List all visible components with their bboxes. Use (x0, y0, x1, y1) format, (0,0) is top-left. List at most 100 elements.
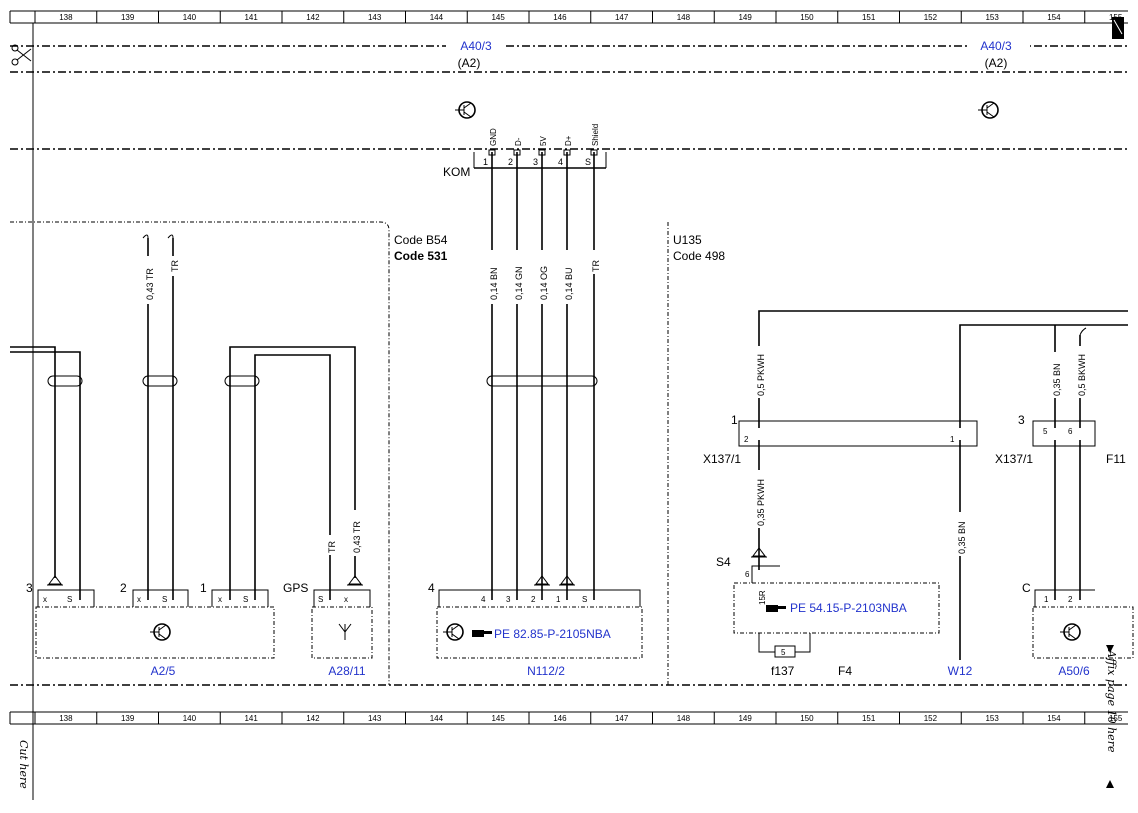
pin-number: 2 (120, 581, 127, 595)
wire-label: 0,35 BN (957, 521, 967, 554)
code-label: Code 498 (673, 249, 725, 263)
ruler-label: 141 (244, 714, 258, 723)
kom-pin-number: 3 (533, 157, 538, 167)
kom-connector: KOM (443, 152, 607, 179)
ruler-label: 149 (738, 714, 752, 723)
code-boundary-left (10, 221, 390, 685)
pin-sub: 15R (758, 590, 767, 605)
pin-sub: 5 (1043, 427, 1048, 436)
ruler-label: 155 (1109, 714, 1123, 723)
pin-sub: x (218, 595, 222, 604)
ruler-label: 151 (862, 13, 876, 22)
ruler-label: 154 (1047, 714, 1061, 723)
pin-sub: 5 (781, 648, 786, 657)
kom-pin-number: 1 (483, 157, 488, 167)
ruler-label: 149 (738, 13, 752, 22)
switch-s4: S4 6 15R PE 54.15-P-2103NBA (716, 555, 940, 634)
ruler-label: 153 (985, 13, 999, 22)
ruler-label: 141 (244, 13, 258, 22)
kom-pin-name: 5V (539, 136, 548, 146)
module-right-sub: (A2) (985, 56, 1008, 70)
kom-pin-name: D- (514, 137, 523, 146)
module-prefix: C (1022, 581, 1031, 595)
ruler-label: 148 (677, 13, 691, 22)
module-left-title: A40/3 (460, 39, 492, 53)
ruler-label: 140 (183, 714, 197, 723)
module-prefix: GPS (283, 581, 308, 595)
pin-sub: 6 (745, 570, 750, 579)
ruler-label: 142 (306, 13, 320, 22)
pin-sub: 2 (744, 435, 749, 444)
ruler-label: 144 (430, 13, 444, 22)
connector-label: X137/1 (703, 452, 741, 466)
module-label: N112/2 (527, 664, 565, 678)
ruler-label: 139 (121, 714, 135, 723)
module-left-sub: (A2) (458, 56, 481, 70)
pin-number: 3 (26, 581, 33, 595)
module-a50-6: C 1 2 A50/6 (1022, 581, 1134, 678)
ruler-label: 142 (306, 714, 320, 723)
control-unit-icon (978, 101, 999, 119)
pin-sub: S (67, 595, 72, 604)
ruler-label: 147 (615, 714, 629, 723)
ruler-label: 147 (615, 13, 629, 22)
wire-label: 0,14 BN (489, 267, 499, 300)
kom-wire-labels: 0,14 BN 0,14 GN 0,14 OG 0,14 BU TR (485, 250, 601, 304)
shield-icon (47, 375, 83, 387)
pointing-hand-icon (472, 630, 492, 637)
shield-icon (224, 375, 260, 387)
pin-sub: 4 (481, 595, 486, 604)
pointing-hand-icon (766, 605, 786, 612)
pin-sub: 1 (1044, 595, 1049, 604)
ruler-label: 138 (59, 714, 73, 723)
ruler-label: 152 (924, 13, 938, 22)
pin-number: 4 (428, 581, 435, 595)
pin-sub: S (582, 595, 587, 604)
kom-label: KOM (443, 165, 470, 179)
wire-label: 0,14 OG (539, 266, 549, 300)
ruler-label: 140 (183, 13, 197, 22)
pin-sub: S (243, 595, 248, 604)
reference-link[interactable]: PE 82.85-P-2105NBA (494, 627, 611, 641)
control-unit-icon (150, 623, 171, 641)
pin-sub: x (137, 595, 141, 604)
module-right-title: A40/3 (980, 39, 1012, 53)
component-label: S4 (716, 555, 731, 569)
reference-link[interactable]: PE 54.15-P-2103NBA (790, 601, 907, 615)
wire-label: TR (170, 260, 180, 272)
wire-label: TR (327, 541, 337, 553)
connector-label: X137/1 (995, 452, 1033, 466)
fuse-label: f137 (771, 664, 795, 678)
ruler-label: 145 (491, 714, 505, 723)
ruler-label: 150 (800, 714, 814, 723)
wire-label: 0,43 TR (145, 268, 155, 300)
module-label: A2/5 (151, 664, 176, 678)
arrow-up-icon (1106, 780, 1114, 788)
shield-icon (142, 375, 178, 387)
ruler-label: 143 (368, 13, 382, 22)
corner-tab-icon (1112, 17, 1124, 39)
wire-label: 0,14 GN (514, 266, 524, 300)
ruler-label: 138 (59, 13, 73, 22)
ruler-label: 143 (368, 714, 382, 723)
ruler-label: 151 (862, 714, 876, 723)
module-a2-5: 3 2 1 x S x S x S A2/5 (26, 581, 275, 678)
wire-label: 0,35 PKWH (756, 479, 766, 526)
wire-label: 0,14 BU (564, 267, 574, 300)
ruler-label: 146 (553, 714, 567, 723)
fuse-f137: 5 f137 F4 (758, 633, 852, 678)
pin-number: 1 (731, 413, 738, 427)
component-label: F4 (838, 664, 852, 678)
wire-label: TR (591, 260, 601, 272)
pin-sub: 1 (556, 595, 561, 604)
ruler-label: 152 (924, 714, 938, 723)
pin-number: 1 (200, 581, 207, 595)
ruler-label: 153 (985, 714, 999, 723)
control-unit-icon (443, 623, 464, 641)
pin-sub: x (43, 595, 47, 604)
code-label: Code B54 (394, 233, 448, 247)
pin-sub: 1 (950, 435, 955, 444)
